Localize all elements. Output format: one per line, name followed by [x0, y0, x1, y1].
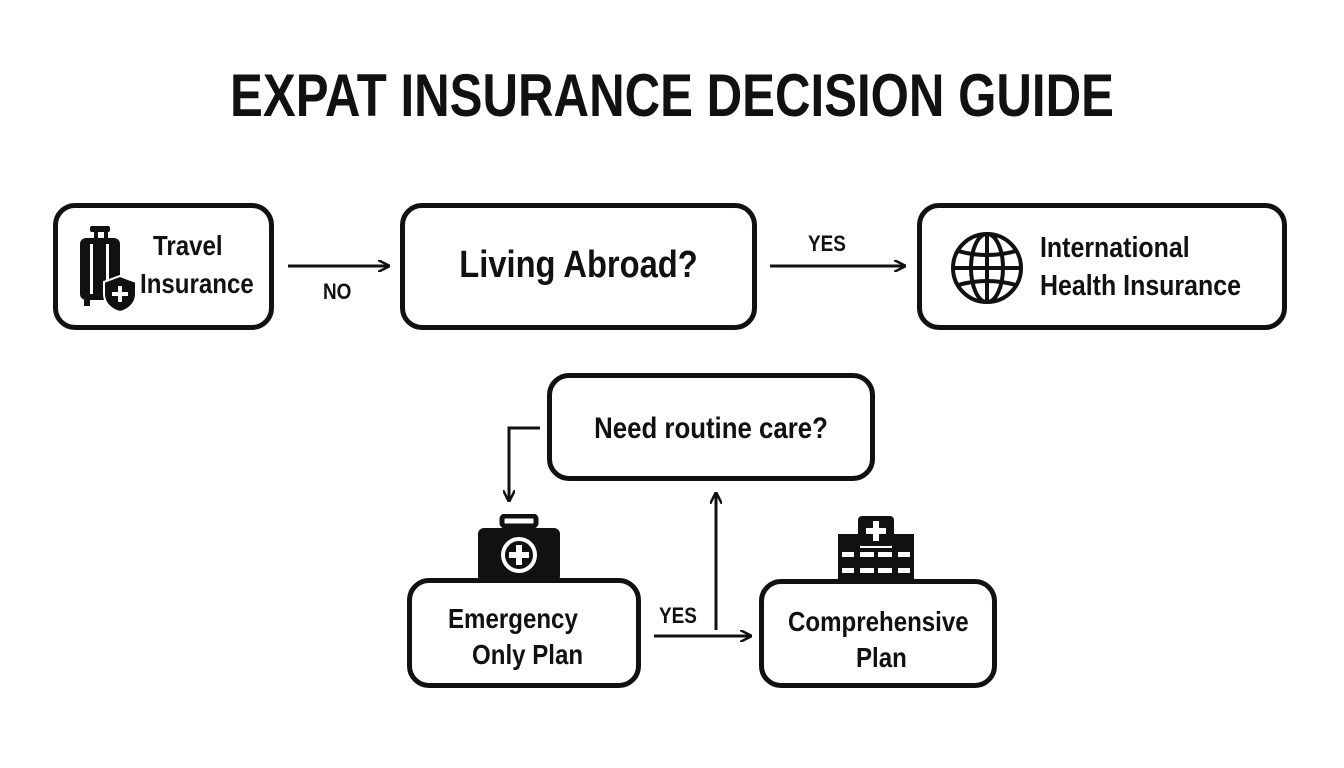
travel-insurance-node: Travel Insurance — [53, 203, 274, 330]
yes-bottom-label: YES — [659, 603, 697, 628]
hospital-icon — [838, 516, 914, 584]
living-abroad-label: Living Abroad? — [459, 244, 698, 286]
first-aid-kit-icon — [478, 514, 560, 582]
comprehensive-plan-node: Comprehensive Plan — [759, 579, 997, 688]
routine-care-node: Need routine care? — [547, 373, 875, 481]
arrow-routine-to-emergency — [509, 426, 540, 500]
emergency-line1: Emergency — [448, 603, 578, 634]
travel-insurance-line2: Insurance — [140, 268, 254, 299]
emergency-line2: Only Plan — [472, 639, 584, 670]
yes-top-label: YES — [808, 231, 846, 256]
international-line2: Health Insurance — [1040, 270, 1241, 302]
international-line1: International — [1040, 232, 1190, 264]
page-title: EXPAT INSURANCE DECISION GUIDE — [230, 62, 1114, 129]
comprehensive-line2: Plan — [856, 642, 907, 673]
no-label: NO — [323, 279, 352, 304]
living-abroad-node: Living Abroad? — [400, 203, 757, 330]
globe-icon — [951, 232, 1023, 304]
comprehensive-line1: Comprehensive — [788, 606, 969, 637]
travel-insurance-line1: Travel — [153, 230, 223, 261]
international-health-insurance-node: International Health Insurance — [917, 203, 1287, 330]
routine-care-label: Need routine care? — [594, 412, 828, 445]
luggage-shield-icon — [80, 226, 136, 314]
emergency-only-plan-node: Emergency Only Plan — [407, 578, 641, 688]
